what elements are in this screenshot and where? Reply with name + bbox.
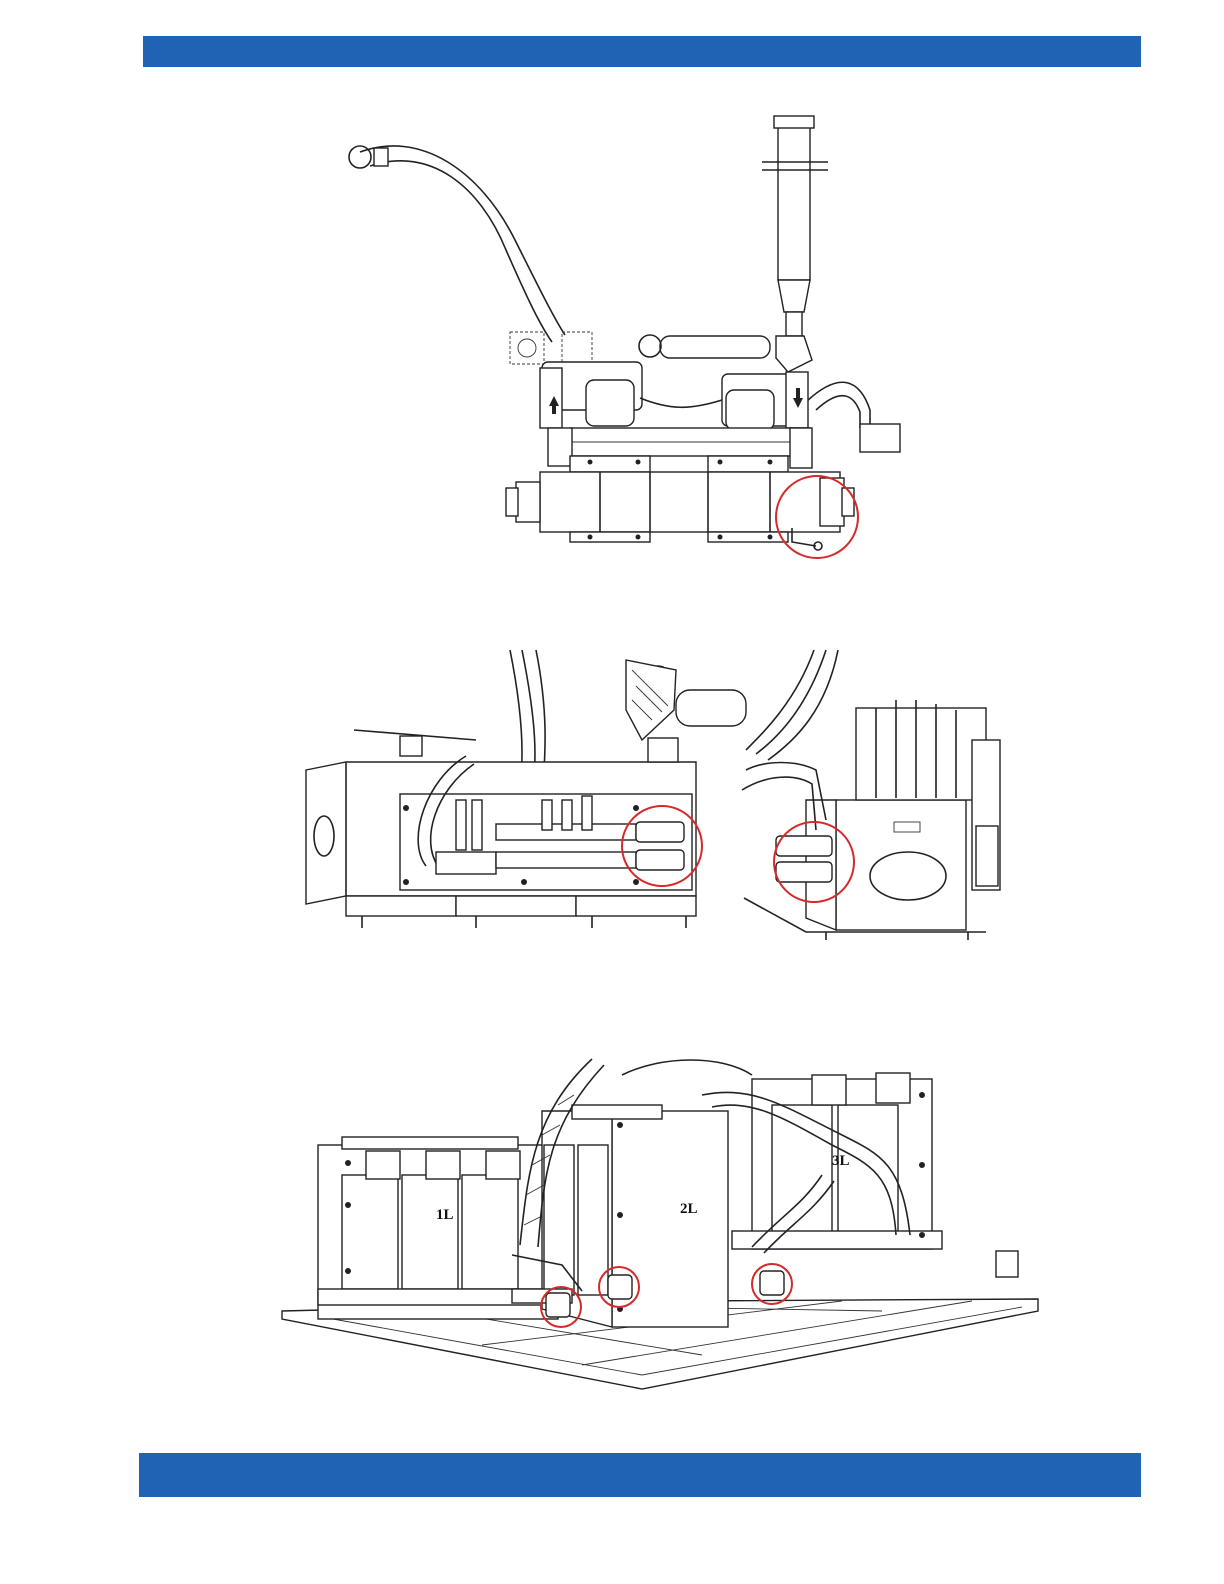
figure-modules-hoses	[296, 650, 1008, 940]
figure-reactor-frame: 1L 2L 3L	[282, 1055, 1042, 1390]
footer-band	[139, 1453, 1141, 1497]
reactor-label-1l: 1L	[436, 1207, 454, 1223]
header-band	[143, 36, 1141, 67]
reactor-label-2l: 2L	[680, 1201, 698, 1217]
figure-pump-assembly	[330, 110, 910, 570]
reactor-label-3l: 3L	[832, 1153, 850, 1169]
